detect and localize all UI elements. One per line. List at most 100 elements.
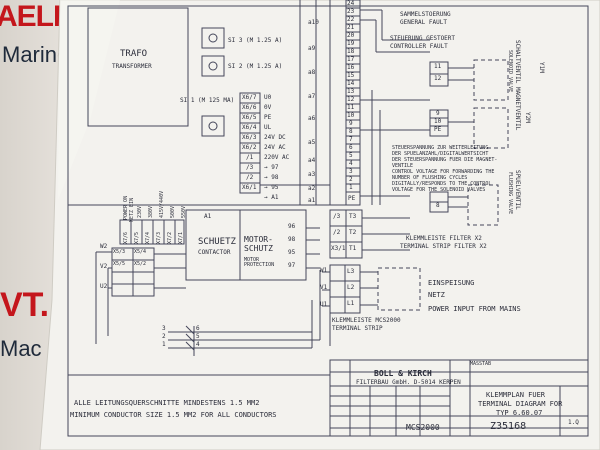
fuse-si2-label: SI 2 (M 1.25 A): [228, 63, 283, 70]
drawing-title: KLEMMPLAN FUER: [486, 391, 546, 399]
transformer-label: TRAFO: [120, 49, 148, 59]
motor-pin-97: 97: [288, 262, 296, 269]
terminal-3: /3: [246, 164, 254, 171]
phase-v1: V1: [320, 284, 328, 291]
note-line: DER SPUELANZAHL/DIGITALWERTSICHT: [392, 151, 489, 157]
x7-term: X7/2: [167, 231, 173, 244]
motor-label: MOTOR- SCHUTZ: [244, 235, 273, 253]
fuse-box-si2: [201, 55, 225, 77]
terminal-x6-3: X6/3: [242, 134, 257, 141]
x7-term: X7/5: [134, 231, 140, 244]
row-number: 15: [347, 72, 355, 79]
side-number-a8: a8: [308, 69, 316, 76]
phase-u2: U2: [100, 283, 108, 290]
steuer-label: STEUERUNG GESTOERT: [390, 35, 456, 42]
note-line: DER STEUERSPANNUNG FUER DIE MAGNET-: [392, 157, 498, 163]
voltage-230: 230V: [137, 205, 143, 218]
note-line: VOLTAGE FOR THE SOLENOID VALVES: [392, 187, 486, 193]
motor-pin-96: 96: [288, 223, 296, 230]
valve-term-10: 10: [434, 118, 442, 125]
side-number-a1: a1: [308, 197, 316, 204]
terminal-x6-4: X6/4: [242, 124, 257, 131]
label-220vac: 220V AC: [264, 154, 290, 161]
filter-term-3: /3: [333, 213, 341, 220]
valve-term-9: 9: [436, 110, 440, 117]
voltage-380: 380V: [148, 205, 154, 218]
x7-term: X7/4: [145, 231, 151, 244]
label-a1: → A1: [264, 194, 279, 201]
row-number: 14: [347, 80, 355, 87]
valve-term-pe: PE: [434, 126, 442, 133]
massstab-label: MASSTAB: [470, 361, 492, 367]
terminal-x6-7: X6/7: [242, 94, 257, 101]
row-number: 20: [347, 32, 355, 39]
mains-l3: L3: [347, 268, 355, 275]
phase-u1: U1: [320, 301, 328, 308]
row-number: 2: [349, 176, 353, 183]
valve-label-y2m: SPUELVENTIL: [514, 170, 521, 210]
row-number: 19: [347, 40, 355, 47]
sammel-label-en: GENERAL FAULT: [400, 19, 447, 26]
row-number: 17: [347, 56, 355, 63]
contactor-a1-label: A1: [204, 213, 212, 220]
side-number-a3: a3: [308, 171, 316, 178]
row-number: 16: [347, 64, 355, 71]
filter-term-2: /2: [333, 229, 341, 236]
feed-number-2: 2: [162, 333, 166, 340]
terminal-x6-1: X6/1: [242, 184, 257, 191]
filter-term-pe: PE: [348, 195, 356, 202]
netz-label: NETZ: [428, 291, 445, 299]
row-number: 9: [349, 120, 353, 127]
feed-number-3: 3: [162, 325, 166, 332]
side-number-a4: a4: [308, 157, 316, 164]
motor-pin-98: 98: [288, 236, 296, 243]
drawing-type: TYP 6.60.07: [496, 409, 543, 417]
klemmleiste-filter-label-en: TERMINAL STRIP FILTER X2: [400, 243, 487, 250]
row-number: 21: [347, 24, 355, 31]
voltage-415: 415V/440V: [159, 190, 165, 218]
feed-number-4: 4: [196, 341, 200, 348]
contactor-block: [185, 209, 307, 281]
x7-term: X7/3: [156, 231, 162, 244]
filter-term-x3-1: X3/1: [331, 245, 346, 252]
label-98: → 98: [264, 174, 279, 181]
label-97: → 97: [264, 164, 279, 171]
row-number: 18: [347, 48, 355, 55]
feed-number-1: 1: [162, 341, 166, 348]
side-number-a10: a10: [308, 19, 319, 26]
row-number: 23: [347, 8, 355, 15]
voltage-550: 550V: [181, 205, 187, 218]
fuse-box-si3: [201, 27, 225, 49]
voltage-500: 500V: [170, 205, 176, 218]
x5-term: X5/3: [113, 249, 126, 255]
cross-section-note: ALLE LEITUNGSQUERSCHNITTE MINDESTENS 1.5…: [74, 399, 260, 407]
row-number: 5: [349, 152, 353, 159]
terminal-x6-2: X6/2: [242, 144, 257, 151]
valve-label-y1m-en: SOLENOID VALVE: [507, 50, 513, 93]
steuer-label-en: CONTROLLER FAULT: [390, 43, 448, 50]
valve-label-y1m: SCHALTVENTIL MAGNETVENTIL: [514, 40, 521, 131]
row-number: 6: [349, 144, 353, 151]
note-line: STEUERSPANNUNG ZUR WEITERLEITUNG: [392, 145, 489, 151]
klemmleiste-mcs-label: KLEMMLEISTE MCS2000: [332, 317, 401, 324]
x7-term: X7/1: [178, 231, 184, 244]
row-number: 22: [347, 16, 355, 23]
terminal-x6-5: X6/5: [242, 114, 257, 121]
transformer-box: [87, 7, 189, 127]
valve-label-y2m-en: FLUSHING VALVE: [507, 172, 513, 215]
einspeisung-label: EINSPEISUNG: [428, 279, 475, 287]
klemmleiste-filter-label: KLEMMLEISTE FILTER X2: [406, 235, 482, 242]
cross-section-note-en: MINIMUM CONDUCTOR SIZE 1.5 MM2 FOR ALL C…: [70, 411, 277, 419]
valve-tag-y1m: Y1M: [538, 62, 545, 73]
side-number-a2: a2: [308, 185, 316, 192]
mains-l2: L2: [347, 284, 355, 291]
model-number: MCS2000: [406, 423, 440, 432]
phase-v2: V2: [100, 263, 108, 270]
x5-term: X5/5: [113, 261, 126, 267]
company-name: BOLL & KIRCH: [374, 369, 432, 378]
fault-term-11: 11: [434, 63, 442, 70]
note-line: NUMBER OF FLUSHING CYCLES: [392, 175, 468, 181]
label-u0: U0: [264, 94, 272, 101]
row-number: 3: [349, 168, 353, 175]
